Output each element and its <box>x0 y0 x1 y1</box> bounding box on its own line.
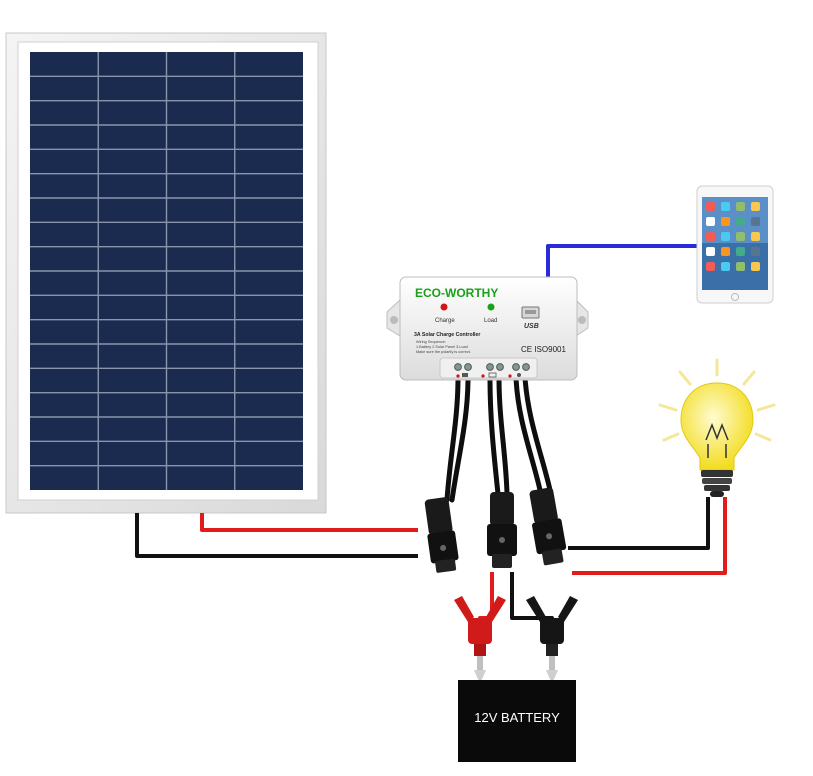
panel-negative-wire <box>135 513 418 558</box>
tablet-app-icon <box>721 232 730 241</box>
charge-led <box>440 303 448 311</box>
load-negative-wire <box>568 497 710 550</box>
tablet-app-icon <box>736 217 745 226</box>
load-positive-wire <box>572 497 727 575</box>
battery: 12V BATTERY <box>458 680 576 762</box>
tablet-app-icon <box>751 217 760 226</box>
tablet-app-icon <box>721 247 730 256</box>
battery-terminal-icon <box>488 372 497 378</box>
tablet-app-icon <box>736 202 745 211</box>
solar-panel-terminal-icon <box>462 373 468 377</box>
usb-logo: USB <box>524 323 539 330</box>
tablet-app-grid <box>706 202 760 271</box>
mount-hole-right <box>578 316 586 324</box>
solar-cell-lines <box>30 52 303 490</box>
panel-positive-wire <box>200 513 418 532</box>
tablet-app-icon <box>721 202 730 211</box>
terminal-screws <box>454 363 530 371</box>
black-alligator-clip <box>526 596 578 684</box>
tablet-icon <box>696 185 774 304</box>
battery-label: 12V BATTERY <box>474 710 560 725</box>
tablet-app-icon <box>751 202 760 211</box>
bulb-filament <box>705 422 729 458</box>
sae-connector-solar <box>424 497 459 573</box>
certification-marks: CE ISO9001 <box>521 345 566 354</box>
tablet-app-icon <box>751 247 760 256</box>
charge-controller: ECO-WORTHY Charge Load USB 3A Solar Char… <box>386 276 589 381</box>
load-terminal-icon <box>517 373 521 377</box>
sae-connector-battery <box>487 492 517 568</box>
sae-connector-load <box>529 487 567 566</box>
controller-model: 3A Solar Charge Controller <box>414 332 480 338</box>
controller-cables <box>444 375 553 503</box>
load-led-label: Load <box>484 318 497 324</box>
tablet-app-icon <box>736 262 745 271</box>
tablet-app-icon <box>751 232 760 241</box>
mount-hole-left <box>390 316 398 324</box>
controller-body <box>399 276 578 381</box>
charge-led-label: Charge <box>435 318 455 324</box>
tablet-home-button <box>731 293 739 301</box>
wiring-sequence-steps: 1.Battery 2.Solar Panel 3.Load <box>416 345 468 349</box>
load-led <box>487 303 495 311</box>
polarity-note: Make sure the polarity is correct. <box>416 350 471 354</box>
tablet-app-icon <box>721 262 730 271</box>
tablet-app-icon <box>706 262 715 271</box>
bulb-glass <box>680 382 754 471</box>
red-alligator-clip <box>454 596 506 684</box>
tablet-app-icon <box>721 217 730 226</box>
wiring-sequence-title: Wiring Sequence: <box>416 340 446 344</box>
tablet-app-icon <box>706 202 715 211</box>
battery-body <box>458 680 576 762</box>
tablet-app-icon <box>706 217 715 226</box>
tablet-app-icon <box>706 232 715 241</box>
tablet-app-icon <box>736 232 745 241</box>
solar-panel <box>5 32 327 514</box>
light-bulb-icon <box>658 358 776 497</box>
tablet-app-icon <box>751 262 760 271</box>
bulb-rays <box>658 358 776 442</box>
bulb-base <box>701 470 733 497</box>
tablet-app-icon <box>706 247 715 256</box>
controller-brand: ECO-WORTHY <box>415 286 498 300</box>
tablet-app-icon <box>736 247 745 256</box>
usb-port-slot <box>525 310 536 314</box>
terminal-polarity-dots <box>456 374 512 378</box>
